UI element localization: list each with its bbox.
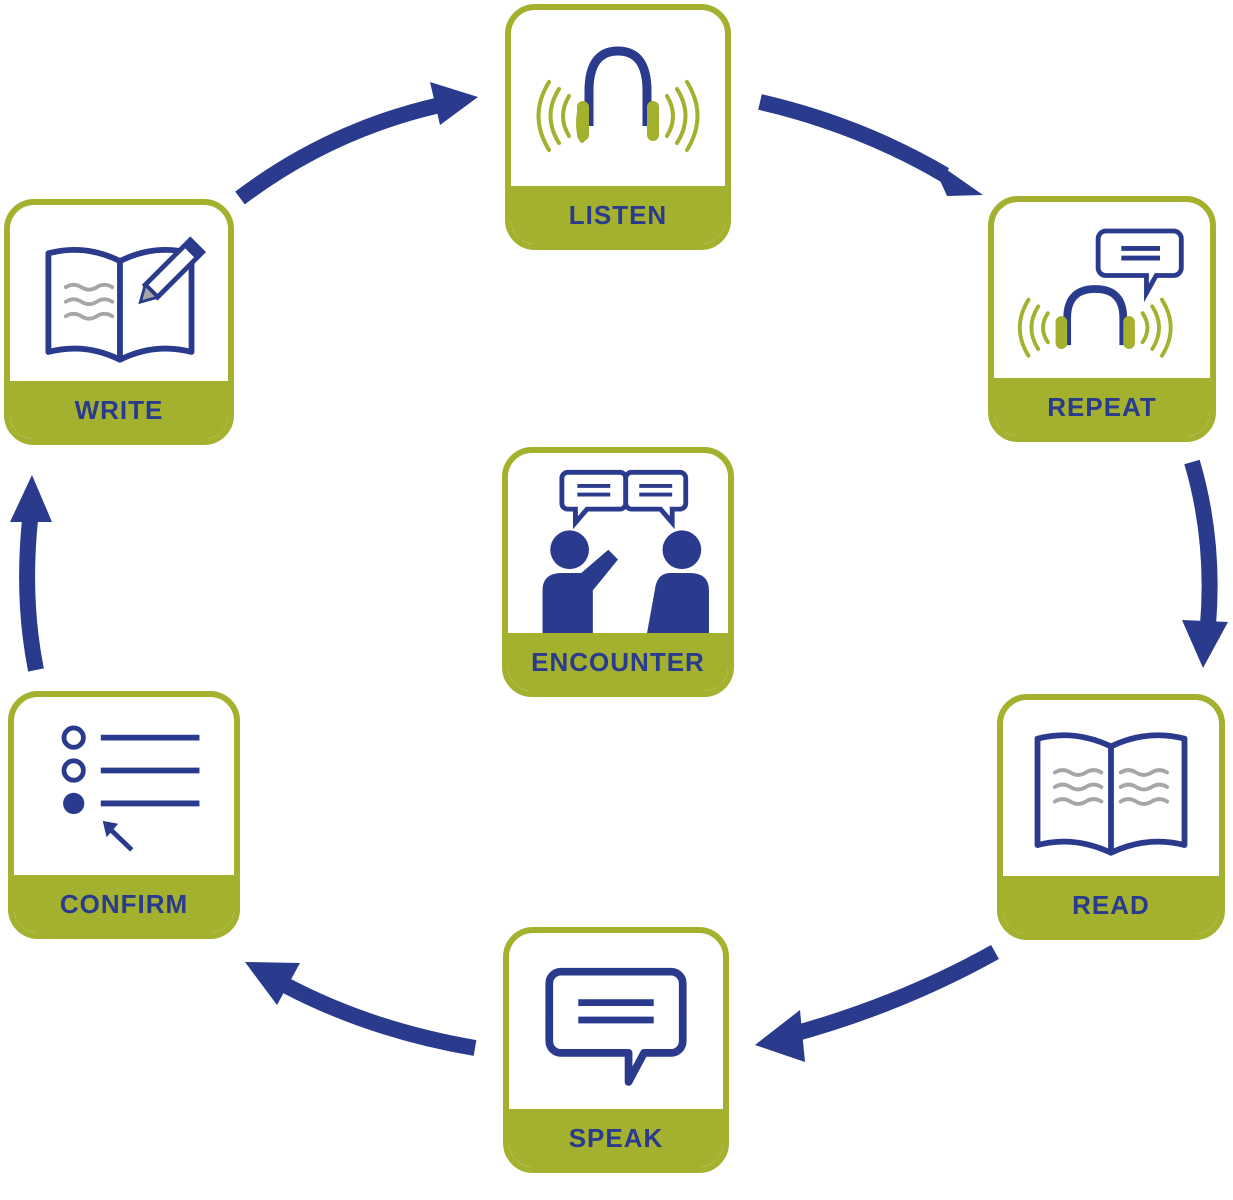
arrow-confirm-to-write <box>19 519 44 672</box>
stage-label-repeat: REPEAT <box>1047 391 1157 422</box>
stage-label-confirm: CONFIRM <box>59 888 189 919</box>
stage-band: LISTEN <box>511 186 725 244</box>
stage-card-encounter: ENCOUNTER <box>502 447 734 697</box>
stage-label-write: WRITE <box>74 394 164 425</box>
arrow-listen-to-repeat <box>758 94 950 182</box>
stage-label-speak: SPEAK <box>568 1122 664 1153</box>
arrowhead-listen <box>430 82 478 125</box>
arrow-read-to-speak <box>787 945 999 1043</box>
arrowhead-speak <box>755 1010 805 1062</box>
stage-label-listen: LISTEN <box>568 199 668 230</box>
arrowhead-read <box>1182 620 1228 668</box>
stage-card-speak: SPEAK <box>503 927 729 1173</box>
stage-band: READ <box>1003 876 1219 934</box>
arrow-speak-to-confirm <box>281 977 477 1056</box>
stage-label-read: READ <box>1072 889 1150 920</box>
stage-card-confirm: CONFIRM <box>8 691 240 939</box>
headphones-icon <box>511 10 725 186</box>
book-pencil-icon <box>10 205 228 381</box>
arrow-write-to-listen <box>235 97 442 205</box>
stage-card-read: READ <box>997 694 1225 940</box>
speech-bubble-icon <box>509 933 723 1109</box>
stage-band: SPEAK <box>509 1109 723 1167</box>
arrowhead-confirm <box>245 962 300 1005</box>
stage-band: WRITE <box>10 381 228 439</box>
stage-label-encounter: ENCOUNTER <box>531 646 705 677</box>
stage-band: REPEAT <box>994 378 1210 436</box>
stage-band: CONFIRM <box>14 875 234 933</box>
stage-card-repeat: REPEAT <box>988 196 1216 442</box>
checklist-cursor-icon <box>14 697 234 875</box>
arrowhead-write <box>10 475 52 522</box>
stage-card-write: WRITE <box>4 199 234 445</box>
arrowhead-repeat <box>930 158 983 196</box>
headphones-speech-icon <box>994 202 1210 378</box>
stage-band: ENCOUNTER <box>508 633 728 691</box>
stage-card-listen: LISTEN <box>505 4 731 250</box>
arrow-repeat-to-read <box>1184 459 1218 626</box>
open-book-icon <box>1003 700 1219 876</box>
two-people-talking-icon <box>508 453 728 633</box>
